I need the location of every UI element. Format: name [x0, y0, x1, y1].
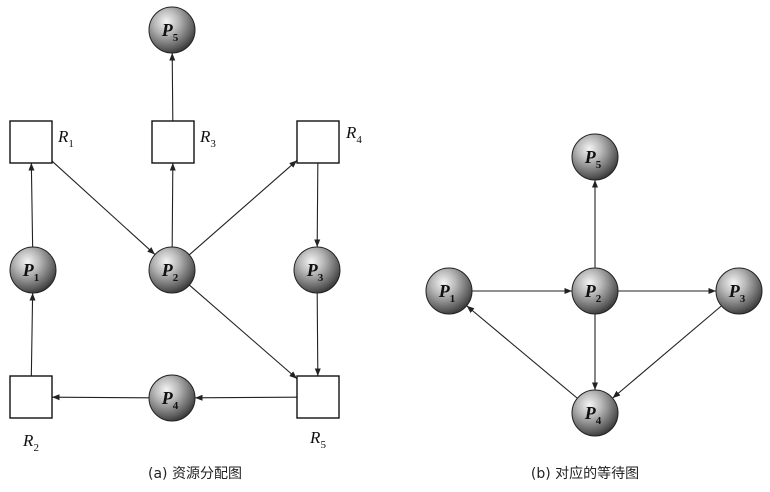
process-letter: P: [22, 260, 35, 280]
resource-letter: R: [199, 127, 211, 146]
resource-letter: R: [22, 431, 34, 450]
edge-r3-p5: [169, 52, 176, 122]
edge-r2-p1: [29, 292, 36, 377]
resource-box: [151, 120, 195, 164]
resource-box: [296, 375, 340, 419]
process-subscript: 3: [318, 272, 324, 284]
process-letter: P: [584, 403, 597, 423]
resource-box: [9, 375, 53, 419]
process-node-p5: P5: [571, 133, 619, 181]
process-label: P2: [584, 281, 602, 305]
process-label: P1: [438, 281, 456, 305]
resource-label: R4: [345, 123, 362, 146]
resource-node-r2: R2: [9, 375, 53, 454]
process-subscript: 1: [450, 293, 456, 305]
process-label: P3: [306, 260, 324, 284]
resource-label: R2: [22, 431, 39, 454]
process-node-p1: P1: [425, 267, 473, 315]
resource-node-r4: R4: [296, 120, 362, 164]
process-node-p4: P4: [148, 374, 196, 422]
process-label: P2: [161, 260, 179, 284]
resource-box: [296, 120, 340, 164]
resource-label: R1: [57, 127, 74, 150]
resource-box: [9, 120, 53, 164]
process-letter: P: [306, 260, 319, 280]
process-circle: [148, 246, 196, 294]
caption-a: (a) 资源分配图: [148, 466, 242, 482]
process-label: P4: [584, 403, 602, 427]
process-node-p2: P2: [148, 246, 196, 294]
resource-node-r3: R3: [151, 120, 216, 164]
process-subscript: 4: [173, 400, 179, 412]
process-node-p2: P2: [571, 267, 619, 315]
process-circle: [571, 389, 619, 437]
resource-label: R5: [309, 428, 326, 451]
process-subscript: 2: [596, 293, 602, 305]
process-subscript: 5: [596, 159, 602, 171]
process-letter: P: [728, 281, 741, 301]
process-subscript: 3: [740, 293, 746, 305]
process-subscript: 5: [173, 32, 179, 44]
edge-r5-p4: [194, 394, 298, 401]
process-letter: P: [584, 281, 597, 301]
edge-p4-p1: [466, 305, 578, 399]
caption-b: (b) 对应的等待图: [531, 465, 639, 482]
process-label: P3: [728, 281, 746, 305]
process-letter: P: [584, 147, 597, 167]
process-node-p5: P5: [148, 6, 196, 54]
resource-subscript: 1: [68, 138, 74, 150]
process-subscript: 2: [173, 272, 179, 284]
edge-r4-p3: [314, 162, 321, 248]
edge-p4-r2: [51, 394, 150, 401]
edge-p2-r4: [188, 159, 298, 256]
edge-p1-r1: [28, 162, 35, 248]
process-circle: [571, 267, 619, 315]
resource-label: R3: [199, 127, 216, 150]
process-subscript: 1: [34, 272, 40, 284]
edge-r1-p2: [51, 160, 156, 255]
process-circle: [425, 267, 473, 315]
edge-p3-p4: [612, 305, 722, 399]
resource-subscript: 3: [210, 138, 216, 150]
process-subscript: 4: [596, 415, 602, 427]
allocation-edges: [28, 52, 321, 401]
process-node-p3: P3: [293, 246, 341, 294]
process-node-p3: P3: [715, 267, 763, 315]
resource-letter: R: [345, 123, 357, 142]
process-node-p1: P1: [9, 246, 57, 294]
process-label: P1: [22, 260, 40, 284]
edge-p2-r5: [188, 284, 298, 380]
process-letter: P: [161, 388, 174, 408]
edge-p3-r5: [314, 292, 321, 377]
resource-subscript: 5: [320, 439, 326, 451]
process-circle: [715, 267, 763, 315]
process-circle: [9, 246, 57, 294]
process-circle: [293, 246, 341, 294]
resource-letter: R: [309, 428, 321, 447]
resource-node-r5: R5: [296, 375, 340, 451]
process-letter: P: [161, 20, 174, 40]
process-circle: [148, 374, 196, 422]
process-label: P4: [161, 388, 179, 412]
resource-letter: R: [57, 127, 69, 146]
process-label: P5: [161, 20, 179, 44]
resource-subscript: 4: [356, 134, 362, 146]
wait-edges: [466, 180, 722, 399]
process-letter: P: [161, 260, 174, 280]
process-circle: [148, 6, 196, 54]
process-circle: [571, 133, 619, 181]
process-node-p4: P4: [571, 389, 619, 437]
edge-p2-r3: [169, 162, 176, 248]
process-label: P5: [584, 147, 602, 171]
resource-node-r1: R1: [9, 120, 74, 164]
resource-subscript: 2: [33, 442, 39, 454]
process-letter: P: [438, 281, 451, 301]
